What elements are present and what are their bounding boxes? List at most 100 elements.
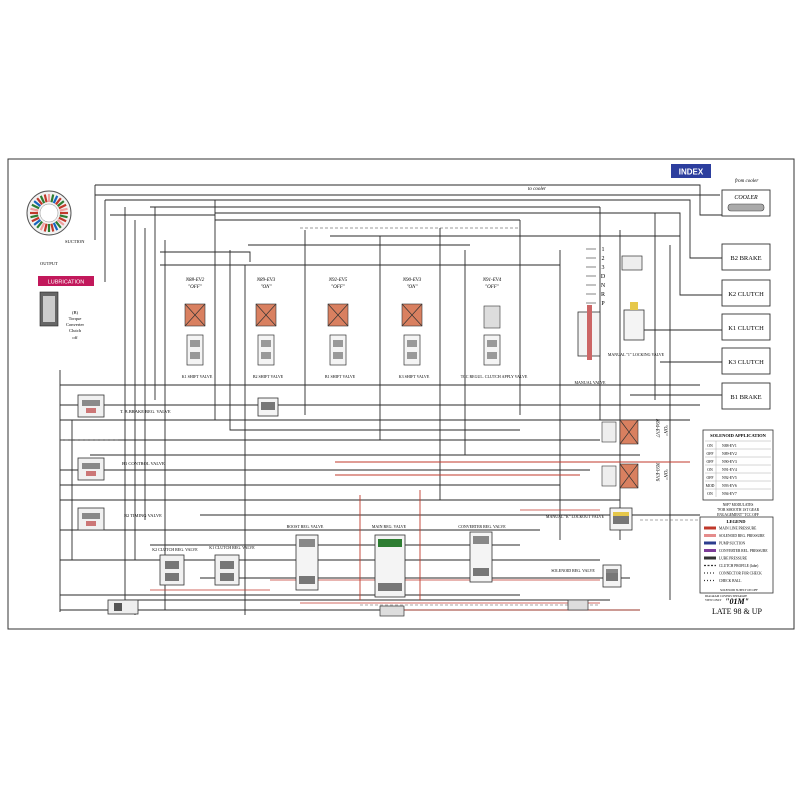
right-solenoid-1: N94-EV7"ON" [601,418,667,445]
k1-reg-label: K1 CLUTCH REG. VALVE [209,545,255,550]
converter-reg-valve-icon [469,531,493,583]
legend-item-label: CHECK BALL [719,579,741,583]
tc-line-3: Clutch [69,328,82,333]
sol-table-name: N89-EV2 [722,452,737,456]
filter-icon [379,605,405,617]
shift-valve-label: K3 SHIFT VALVE [399,374,430,379]
locking-valve-icon [623,309,645,341]
legend-foot-2: VIEW ONLY [705,598,722,602]
solenoid-name: N94-EV7 [654,418,659,438]
manual-k-lock-label: MANUAL "K" LOCKOUT VALVE [546,514,605,519]
tb-brake-valve-label: T. B.BRAKE REG. VALVE [120,409,171,414]
solenoid-valve-1: N88-EV2"OFF"K1 SHIFT VALVE [182,278,213,379]
tc-line-4: off [72,335,78,340]
lubrication-label: LUBRICATION [48,280,85,286]
shift-valve-label: B1 SHIFT VALVE [325,374,356,379]
cooler-box: COOLER [721,189,771,217]
sol-note-0: N0P7 MODULATES [723,503,754,507]
sol-table-state: OFF [707,476,714,480]
output-label: B1 BRAKE [730,394,761,401]
legend-item-label: CONVERTER REL. PRESSURE [719,549,768,553]
output-label: OUTPUT [40,261,58,266]
legend-foot-1: DIAGRAM COVERS SEPARATE [705,594,747,598]
sol-table-state: ON [707,492,713,496]
k2-reg-label: K2 CLUTCH REG. VALVE [152,547,198,552]
selector-position: 1 [602,247,605,253]
legend-title: LEGEND [726,519,746,524]
torque-converter-text: (B) Torque Converter Clutch off [66,310,84,340]
solenoid-reg-label: SOLENOID REG. VALVE [551,568,595,573]
left-valve-1 [77,394,105,418]
sol-table-name: N88-EV1 [722,444,737,448]
boost-reg-valve-icon [295,534,319,591]
shift-valve-label: B2 SHIFT VALVE [253,374,284,379]
shift-valve-icon [403,334,421,366]
solenoid-name: N92-EV5 [328,278,348,283]
solenoid-state: "ON" [662,468,667,480]
sol-table-name: N91-EV4 [722,468,737,472]
k-lockout-valve-icon [609,507,633,531]
shift-valve-label: TCC REGUL. CLUTCH APPLY VALVE [461,374,528,379]
sol-table-name: N90-EV3 [722,460,737,464]
solenoid-valve-2: N89-EV3"ON"B2 SHIFT VALVE [253,278,284,379]
output-box-k3-clutch: K3 CLUTCH [721,347,771,375]
solenoid-state: "OFF" [485,285,500,290]
tc-line-0: (B) [72,310,79,315]
to-cooler-label: to cooler [528,187,546,192]
legend-item-label: SOLENOID REG. PRESSURE [719,534,765,538]
small-check-valve-icon [257,397,279,417]
output-box-b2-brake: B2 BRAKE [721,243,771,271]
selector-position: N [601,283,606,289]
left-valve-3 [77,507,105,531]
shift-valve-icon [257,334,275,366]
solenoid-reg-valve-icon [602,564,622,588]
solenoid-valve-4: N90-EV3 "ON" K3 SHIFT VALVE [399,278,430,379]
pump-icon [26,190,72,236]
hydraulic-lines [59,184,722,615]
b2-timing-valve-label: B2 TIMING VALVE [124,513,162,518]
selector-position: 3 [602,265,605,271]
tc-line-1: Torque [69,316,82,321]
selector-position: P [601,301,605,307]
sol-table-state: OFF [707,460,714,464]
selector-position: D [601,274,606,280]
years-label: LATE 98 & UP [712,607,763,616]
sol-note-2: ENGAGEMENT" TCC OFF [717,513,759,517]
solenoid-name: N90-EV3 [402,278,422,283]
selector-position: R [601,292,605,298]
legend-item-label: CONNECTOR FOR CHECK [719,572,762,576]
index-button[interactable]: INDEX [671,164,711,178]
solenoid-state: "ON" [662,424,667,436]
sol-table-name: N93-EV6 [722,484,737,488]
model-label: "01M" [725,597,749,606]
right-solenoid-2: N93-EV6"ON" [601,462,667,489]
cooler-label: COOLER [734,195,758,201]
solenoid-name: N88-EV2 [185,278,205,283]
left-valves [77,394,240,615]
index-button-label: INDEX [679,168,704,177]
output-boxes: B2 BRAKE K2 CLUTCH K1 CLUTCH K3 CLUTCH B1 BR… [721,243,771,410]
left-valve-2 [77,457,105,481]
solenoid-valve-5: N91-EV4"OFF"TCC REGUL. CLUTCH APPLY VALV… [461,278,528,379]
output-box-k2-clutch: K2 CLUTCH [721,279,771,307]
legend-foot-0: SOLENOID SUPPLY ON OFF [720,588,758,592]
legend-item-label: PUMP SUCTION [719,542,746,546]
output-box-b1-brake: B1 BRAKE [721,382,771,410]
lubrication-badge: LUBRICATION [38,276,94,286]
sol-table-state: ON [707,468,713,472]
solenoid-name: N89-EV3 [256,278,276,283]
lower-valves [257,397,633,617]
output-label: K1 CLUTCH [728,325,764,332]
right-solenoids: N94-EV7"ON"N93-EV6"ON" [601,418,667,489]
solenoid-state: "ON" [406,285,418,290]
output-label: B2 BRAKE [730,255,761,262]
legend-item-label: CLUTCH PROFILE (lube) [719,564,759,568]
shift-valve-icon [186,334,204,366]
b1-control-valve-label: B1 CONTROL VALVE [122,461,165,466]
clutch-reg-valve-1 [159,554,185,586]
legend-item-label: LUBE PRESSURE [719,557,748,561]
